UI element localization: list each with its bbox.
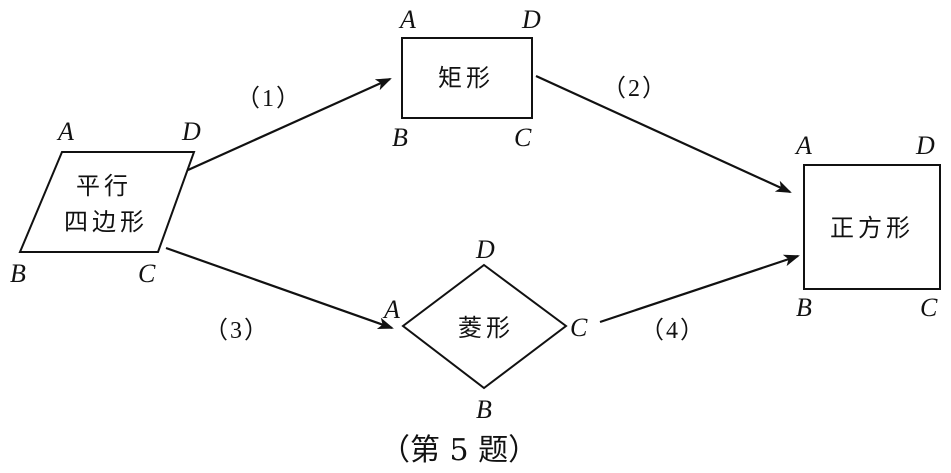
parallelogram-label-line2: 四边形 — [64, 208, 148, 236]
parallelogram-vertex-d: D — [181, 117, 201, 146]
rhombus-label: 菱形 — [458, 314, 514, 342]
rectangle-vertex-b: B — [392, 123, 408, 152]
parallelogram-shape — [18, 151, 196, 253]
rhombus-node: 菱形 D A C B — [382, 235, 588, 424]
parallelogram-vertex-a: A — [56, 117, 74, 146]
square-label: 正方形 — [830, 214, 914, 242]
rectangle-vertex-d: D — [521, 5, 541, 34]
parallelogram-node: 平行 四边形 A D B C — [10, 117, 201, 288]
rectangle-vertex-a: A — [398, 5, 416, 34]
rhombus-vertex-c: C — [570, 313, 588, 342]
parallelogram-label-line1: 平行 — [76, 172, 132, 200]
step-label-1: （1） — [236, 86, 302, 112]
rectangle-shape — [401, 37, 533, 119]
square-vertex-c: C — [920, 293, 938, 322]
figure-caption: （第 5 题） — [380, 433, 538, 468]
rectangle-label: 矩形 — [438, 64, 494, 92]
arrow-rhombus-to-square — [599, 254, 800, 324]
rhombus-vertex-b: B — [476, 395, 492, 424]
step-label-2: （2） — [602, 76, 668, 102]
rectangle-node: 矩形 A D B C — [392, 5, 541, 152]
rectangle-vertex-c: C — [514, 123, 532, 152]
parallelogram-vertex-b: B — [10, 259, 26, 288]
square-shape — [803, 164, 941, 290]
square-vertex-a: A — [794, 131, 812, 160]
arrow-parallelogram-to-rectangle — [187, 77, 392, 172]
square-vertex-b: B — [796, 293, 812, 322]
step-label-3: （3） — [204, 318, 270, 344]
rhombus-vertex-d: D — [475, 235, 495, 264]
parallelogram-vertex-c: C — [138, 259, 156, 288]
square-node: 正方形 A D B C — [794, 131, 941, 322]
step-label-4: （4） — [640, 318, 706, 344]
arrow-rectangle-to-square — [535, 74, 792, 194]
rhombus-shape — [401, 263, 568, 390]
arrow-parallelogram-to-rhombus — [165, 246, 394, 330]
rhombus-vertex-a: A — [382, 295, 400, 324]
square-vertex-d: D — [915, 131, 935, 160]
